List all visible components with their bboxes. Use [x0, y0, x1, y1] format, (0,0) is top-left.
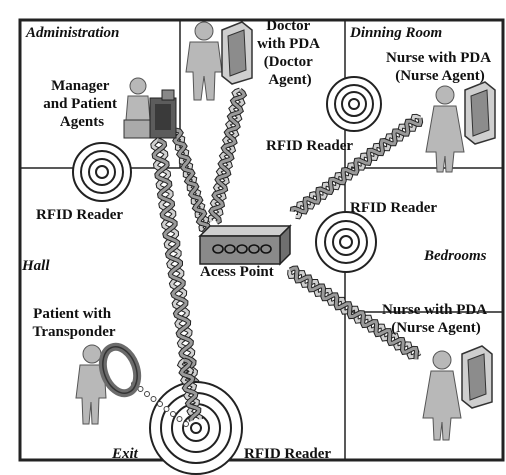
- rfid-reader-top-label: RFID Reader: [266, 138, 353, 154]
- nurse-bottom-person-icon: [422, 350, 462, 441]
- link-ap-to-nurse-bottom: [287, 265, 422, 360]
- patient-person-icon: [75, 344, 107, 425]
- rfid-reader-left: [72, 142, 132, 202]
- rfid-reader-right: [315, 211, 377, 273]
- rfid-reader-top: [326, 76, 382, 132]
- manager-label: Manager and Patient Agents: [43, 78, 121, 130]
- manager-computer-icon: [123, 89, 177, 139]
- doctor-person-icon: [185, 21, 223, 101]
- link-exit-segment: [176, 357, 203, 422]
- room-label-bedrooms: Bedrooms: [423, 248, 487, 264]
- link-doctor-to-ap: [206, 87, 248, 225]
- rfid-reader-bottom-label: RFID Reader: [244, 446, 331, 462]
- link-nurse-top-to-ap: [289, 113, 424, 220]
- access-point-icon: [198, 224, 292, 266]
- doctor-pda-icon: [221, 21, 253, 85]
- rfid-reader-left-label: RFID Reader: [36, 207, 123, 223]
- rfid-reader-right-label: RFID Reader: [350, 200, 437, 216]
- wireless-links-overlay: [131, 357, 203, 427]
- room-label-hall: Hall: [21, 258, 50, 274]
- access-point-label: Acess Point: [200, 264, 274, 280]
- patient-label: Patient with Transponder: [32, 306, 115, 340]
- nurse-top-person-icon: [425, 85, 465, 173]
- room-label-dinning-room: Dinning Room: [349, 25, 442, 41]
- link-manager-to-ap: [170, 127, 212, 235]
- outer-wall: [18, 18, 505, 462]
- doctor-label: Doctor with PDA (Doctor Agent): [257, 18, 323, 88]
- nurse-top-label: Nurse with PDA (Nurse Agent): [386, 50, 494, 84]
- nurse-top-pda-icon: [464, 81, 496, 145]
- transponder-bracelet-icon: [98, 342, 142, 398]
- nurse-bottom-pda-icon: [461, 345, 493, 409]
- room-label-administration: Administration: [25, 25, 119, 41]
- nurse-bottom-label: Nurse with PDA (Nurse Agent): [382, 302, 490, 336]
- room-label-exit: Exit: [111, 446, 139, 462]
